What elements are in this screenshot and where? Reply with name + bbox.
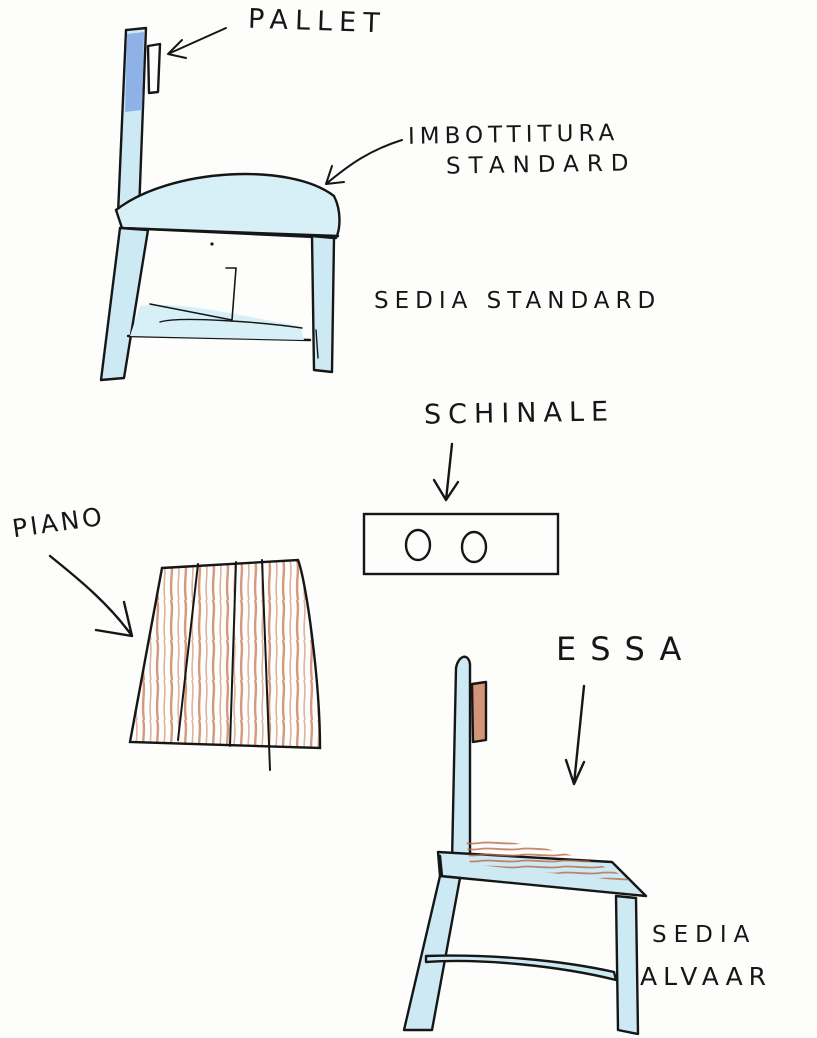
backrest-panel [364,514,558,574]
stretcher-shade [130,305,304,340]
label-imbottitura: IMBOTTITURA [408,120,620,150]
pallet-pad [148,44,160,93]
seat-board-sketch [50,556,320,770]
arrow-to-seat-board [50,556,132,636]
backrest-hole-right [462,532,486,562]
arrow-to-cushion [326,140,402,184]
pallet-highlight [125,32,144,112]
label-pallet: PALLET [248,4,388,40]
backrest-hole-left [406,530,430,560]
label-schienale: SCHINALE [424,396,616,430]
arrow-to-backrest [434,444,458,500]
arrow-to-pallet [168,28,226,58]
label-alvaar: ALVAAR [640,962,772,991]
standard-chair-sketch [101,28,340,380]
alvaar-rear-leg [616,896,638,1034]
seat-board-outline [130,560,320,748]
label-sedia-standard: SEDIA STANDARD [374,288,661,314]
alvaar-chair-sketch [404,657,646,1034]
label-essa: ESSA [556,630,695,668]
alvaar-front-leg [404,876,460,1030]
arrows-top [168,28,402,184]
front-leg-left [101,228,148,380]
label-standard: STANDARD [446,150,637,179]
backrest-sketch [364,444,558,574]
alvaar-backrest-pad [472,682,486,742]
alvaar-back-post [452,657,470,862]
label-sedia: SEDIA [652,922,756,948]
alvaar-stretcher [426,956,616,980]
rear-leg-right [312,236,334,372]
arrow-essa [566,686,584,784]
